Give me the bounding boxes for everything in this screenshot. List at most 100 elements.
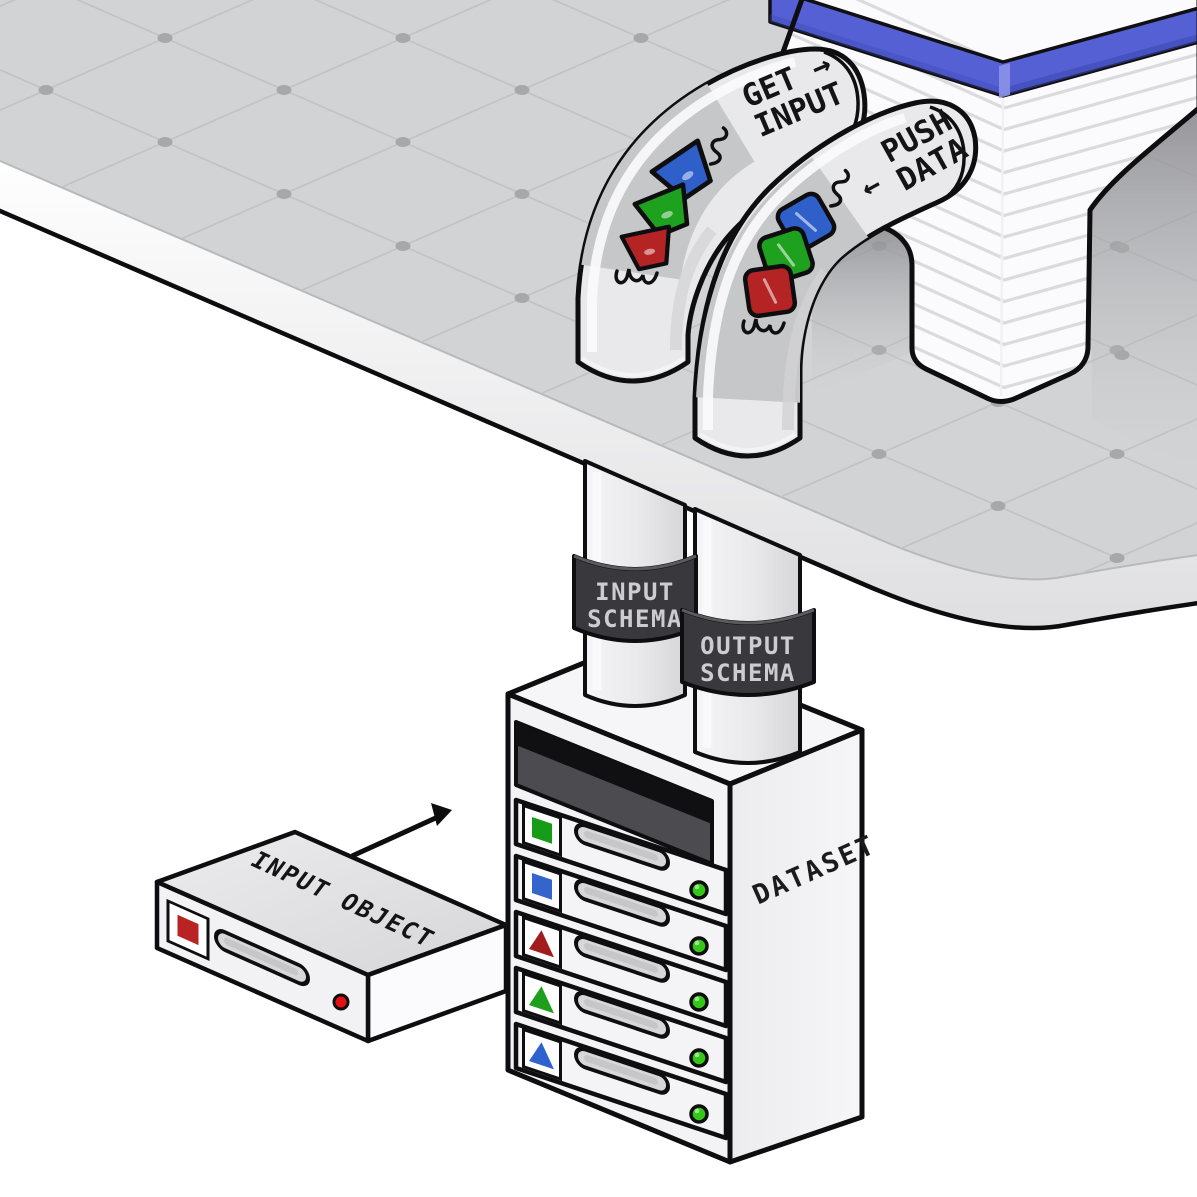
grid-dot — [157, 449, 173, 459]
grid-dot — [515, 605, 530, 615]
grid-dot — [633, 33, 649, 43]
grid-dot — [276, 189, 292, 199]
tube-shadow — [670, 226, 717, 351]
building-corner-edge — [999, 99, 1005, 397]
input-object-drawer: INPUT OBJECT — [154, 803, 509, 1044]
drawer-label-plate — [522, 915, 562, 970]
dataset-drawer — [513, 1021, 729, 1141]
squiggle-icon — [614, 268, 659, 285]
grid-dot — [990, 501, 1006, 511]
grid-dot — [395, 553, 411, 563]
green-led-indicator — [689, 1048, 709, 1068]
platform-seam — [0, 159, 1197, 581]
triangle-icon — [529, 1042, 554, 1070]
grid-dot — [514, 189, 530, 199]
building-arch-shadows — [812, 111, 1197, 470]
grid-dot — [514, 293, 530, 303]
green-led-indicator — [689, 1104, 709, 1124]
input-object-label-plate — [166, 898, 210, 961]
drawer-label-plate — [522, 1027, 562, 1082]
green-trapezoid-icon — [632, 182, 690, 238]
grid-dot — [38, 501, 54, 511]
dataset-cabinet: DATASET — [505, 637, 881, 1165]
grid-dot — [157, 33, 173, 43]
grid-dot — [395, 241, 411, 251]
red-square-icon — [177, 914, 199, 946]
drawer-label-plate — [522, 971, 562, 1026]
grid-dot — [395, 33, 411, 43]
square-icon — [532, 817, 552, 844]
grid-dot — [276, 501, 292, 511]
output-schema-band: OUTPUT SCHEMA — [680, 608, 816, 697]
grid-dot — [38, 293, 54, 303]
grid-dot — [1114, 243, 1130, 253]
grid-dot — [871, 449, 887, 459]
platform-edge-band — [0, 160, 1197, 629]
green-led-indicator — [689, 936, 709, 956]
grid-dot — [1109, 449, 1125, 459]
dataset-drawer — [513, 853, 729, 973]
dataset-drawer — [513, 797, 729, 917]
triangle-icon — [529, 930, 554, 958]
platform-edge-outline — [0, 208, 1197, 631]
grid-dot — [1114, 350, 1130, 360]
pipe-base-rim — [580, 356, 686, 377]
squiggle-icon — [829, 168, 851, 208]
drawer-handle — [574, 878, 670, 927]
grid-dot — [276, 397, 292, 407]
tube-highlight — [703, 113, 907, 430]
grid-dot — [157, 137, 173, 147]
output-schema-label-line2: SCHEMA — [700, 659, 796, 687]
output-schema-label-line1: OUTPUT — [700, 632, 796, 660]
get-input-flow-shapes — [619, 138, 713, 272]
drawer-handle — [574, 822, 670, 871]
input-schema-label-line2: SCHEMA — [587, 605, 683, 633]
grid-dot — [39, 605, 54, 615]
building-accent-band — [768, 0, 1197, 98]
arch-left-shadow — [812, 223, 912, 395]
arrow-line — [350, 813, 442, 859]
grid-dot — [395, 449, 411, 459]
get-input-elbow-pipe: GET → INPUT — [578, 46, 865, 381]
drawer-handle — [574, 1046, 670, 1095]
squiggle-icon — [741, 318, 786, 335]
grid-dot — [276, 85, 292, 95]
grid-dot — [38, 85, 54, 95]
dataset-drawers — [513, 797, 729, 1141]
pipe-cap-rim — [929, 105, 966, 203]
drawer-label-plate — [522, 859, 562, 914]
arrow-head-icon — [431, 803, 452, 826]
push-data-elbow-pipe: PUSH DATA ← — [695, 101, 976, 456]
grid-dot — [514, 85, 530, 95]
square-icon — [532, 873, 552, 900]
tube-highlight — [587, 57, 797, 352]
squiggle-icon — [708, 126, 729, 166]
red-square-icon — [742, 263, 798, 319]
dataset-drawer — [513, 909, 729, 1029]
push-data-flow-shapes — [742, 191, 837, 319]
pipe-base-rim — [698, 432, 797, 452]
input-schema-band: INPUT SCHEMA — [572, 554, 698, 643]
arch-right-shadow — [1090, 111, 1197, 470]
grid-dot — [157, 553, 173, 563]
grid-dot — [38, 397, 54, 407]
grid-dot — [1109, 553, 1125, 563]
red-led-indicator — [332, 993, 350, 1011]
input-object-handle — [214, 929, 310, 987]
cabinet-right-face — [727, 727, 865, 1165]
green-led-indicator — [689, 880, 709, 900]
dataset-drawer — [513, 965, 729, 1085]
drawer-label-plate — [522, 803, 562, 858]
green-led-indicator — [689, 992, 709, 1012]
grid-dot — [277, 605, 292, 615]
grid-dot — [157, 345, 173, 355]
drawer-handle — [574, 990, 670, 1039]
tube-shadow — [782, 268, 831, 431]
grid-dot — [395, 137, 411, 147]
red-trapezoid-icon — [619, 224, 672, 272]
input-schema-label-line1: INPUT — [595, 578, 675, 606]
drawer-handle — [574, 934, 670, 983]
grid-dot — [514, 501, 530, 511]
